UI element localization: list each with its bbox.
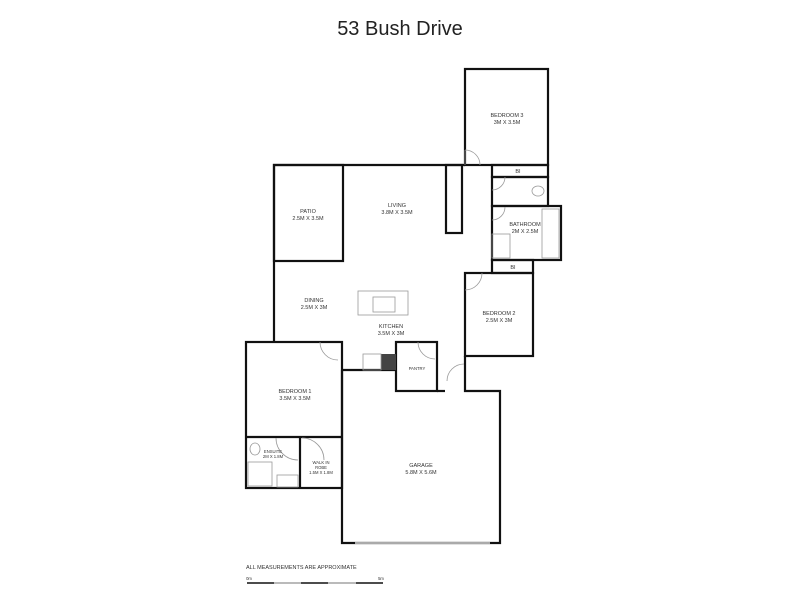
- kitchen-size: 3.5M X 3M: [378, 331, 405, 337]
- garage-size: 5.8M X 5.6M: [405, 470, 437, 476]
- bi1-label: BI: [515, 169, 521, 175]
- living-size: 3.8M X 3.5M: [381, 210, 413, 216]
- pantry-label: PANTRY: [409, 366, 426, 371]
- scale-start: 0m: [246, 576, 252, 581]
- ensuite-size: 2M X 1.8M: [263, 454, 284, 459]
- bathroom-size: 2M X 2.5M: [512, 229, 539, 235]
- bedroom3-size: 3M X 3.5M: [494, 120, 521, 126]
- garage-name: GARAGE: [409, 463, 433, 469]
- room-labels: BEDROOM 3 3M X 3.5M PATIO 2.5M X 3.5M LI…: [263, 113, 541, 476]
- dining-size: 2.5M X 3M: [301, 305, 328, 311]
- bedroom1-size: 3.5M X 3.5M: [279, 396, 311, 402]
- bedroom3-name: BEDROOM 3: [490, 113, 523, 119]
- walkin-name: WALK IN: [312, 460, 329, 465]
- measurement-note: ALL MEASUREMENTS ARE APPROXIMATE: [246, 565, 357, 571]
- scale-bar: 0m 5m: [246, 576, 384, 584]
- bedroom2-name: BEDROOM 2: [482, 311, 515, 317]
- bi2-label: BI: [510, 265, 516, 271]
- ensuite-name: ENSUITE: [264, 449, 282, 454]
- bedroom2-size: 2.5M X 3M: [486, 318, 513, 324]
- fixtures: [247, 149, 560, 544]
- patio-name: PATIO: [300, 209, 316, 215]
- living-name: LIVING: [388, 203, 406, 209]
- walkin-size: 1.5M X 1.8M: [309, 470, 333, 475]
- bathroom-name: BATHROOM: [509, 222, 541, 228]
- patio-size: 2.5M X 3.5M: [292, 216, 324, 222]
- kitchen-name: KITCHEN: [379, 324, 403, 330]
- scale-end: 5m: [378, 576, 384, 581]
- walkin-name2: ROBE: [315, 465, 327, 470]
- bedroom1-name: BEDROOM 1: [278, 389, 311, 395]
- walls: [244, 67, 563, 545]
- page-title: 53 Bush Drive: [337, 18, 463, 40]
- dining-name: DINING: [304, 298, 323, 304]
